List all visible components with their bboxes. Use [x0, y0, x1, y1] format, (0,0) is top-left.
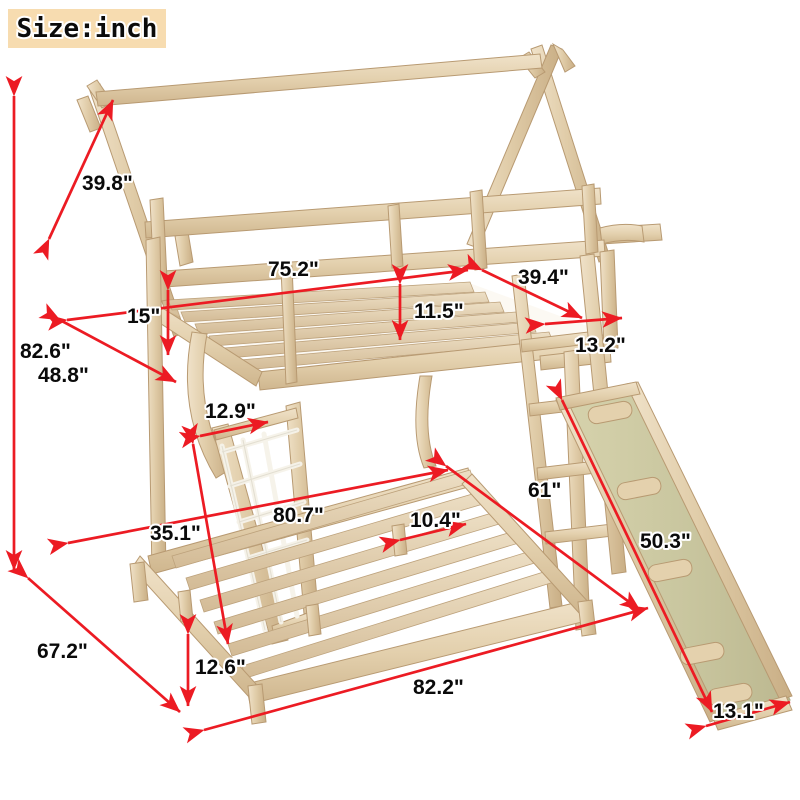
size-unit-label: Size:inch — [15, 12, 159, 46]
slide — [555, 381, 793, 731]
upper-bunk-frame — [144, 183, 619, 391]
size-unit-badge: Size:inch — [8, 9, 166, 48]
lower-bed-frame — [129, 467, 597, 725]
